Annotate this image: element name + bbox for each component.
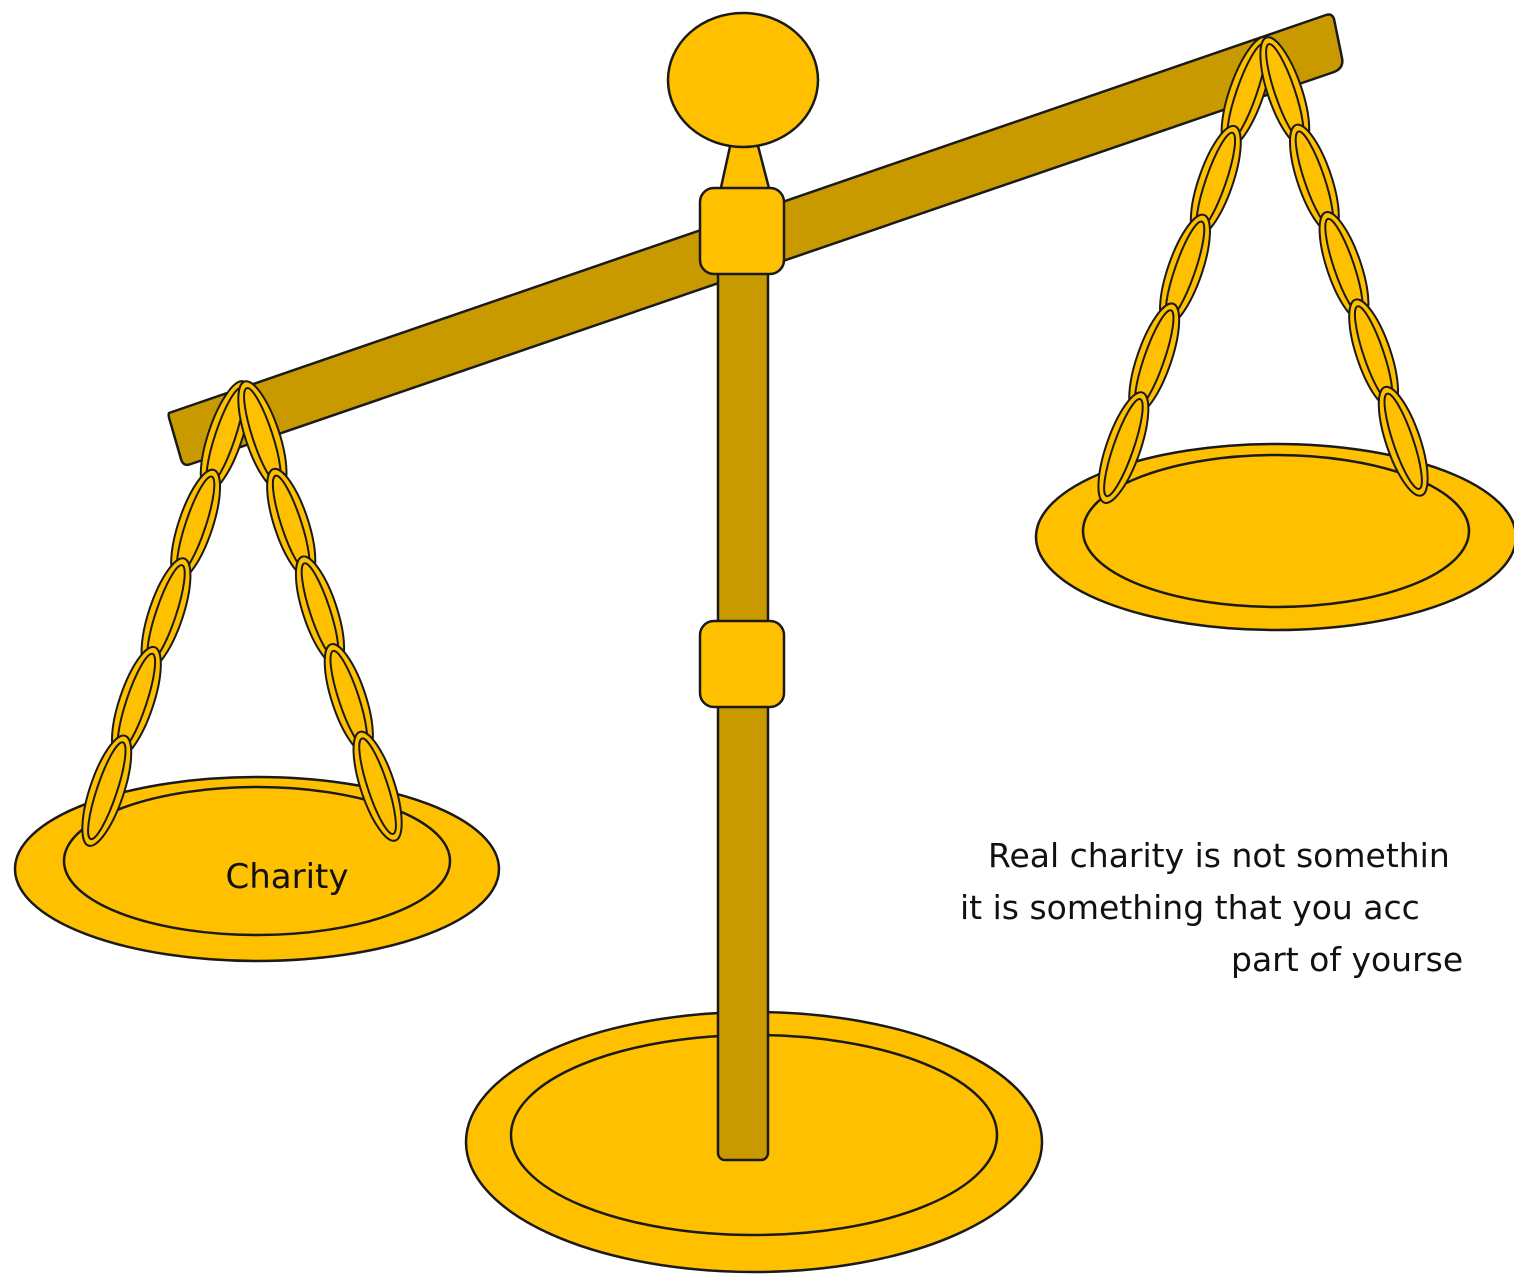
quote-line-2: it is something that you acc	[960, 888, 1420, 927]
quote-block: Real charity is not somethin it is somet…	[960, 836, 1463, 979]
left-chain-inner-link	[323, 643, 374, 755]
right-pan	[1034, 442, 1514, 632]
left-chain-inner-link	[294, 555, 346, 667]
scale-post	[716, 258, 770, 1162]
right-chain-outer-link	[1159, 213, 1211, 327]
upper-collar	[698, 186, 786, 276]
left-pan-label: Charity	[225, 857, 348, 897]
quote-line-1: Real charity is not somethin	[988, 836, 1450, 875]
right-chain-outer-link	[1097, 391, 1150, 504]
right-chain-inner-link	[1318, 211, 1370, 322]
top-knob	[666, 11, 820, 194]
left-chain-outer-link	[110, 645, 162, 759]
quote-line-3: part of yourse	[1231, 940, 1463, 979]
right-chain-inner-link	[1288, 123, 1340, 235]
left-chain-outer-link	[81, 734, 133, 847]
right-chain-inner-link	[1377, 385, 1429, 497]
pan-chains	[81, 36, 1429, 847]
left-chain-inner-link	[352, 730, 403, 842]
lower-collar	[698, 619, 786, 709]
right-chain-inner-link	[1259, 36, 1311, 148]
